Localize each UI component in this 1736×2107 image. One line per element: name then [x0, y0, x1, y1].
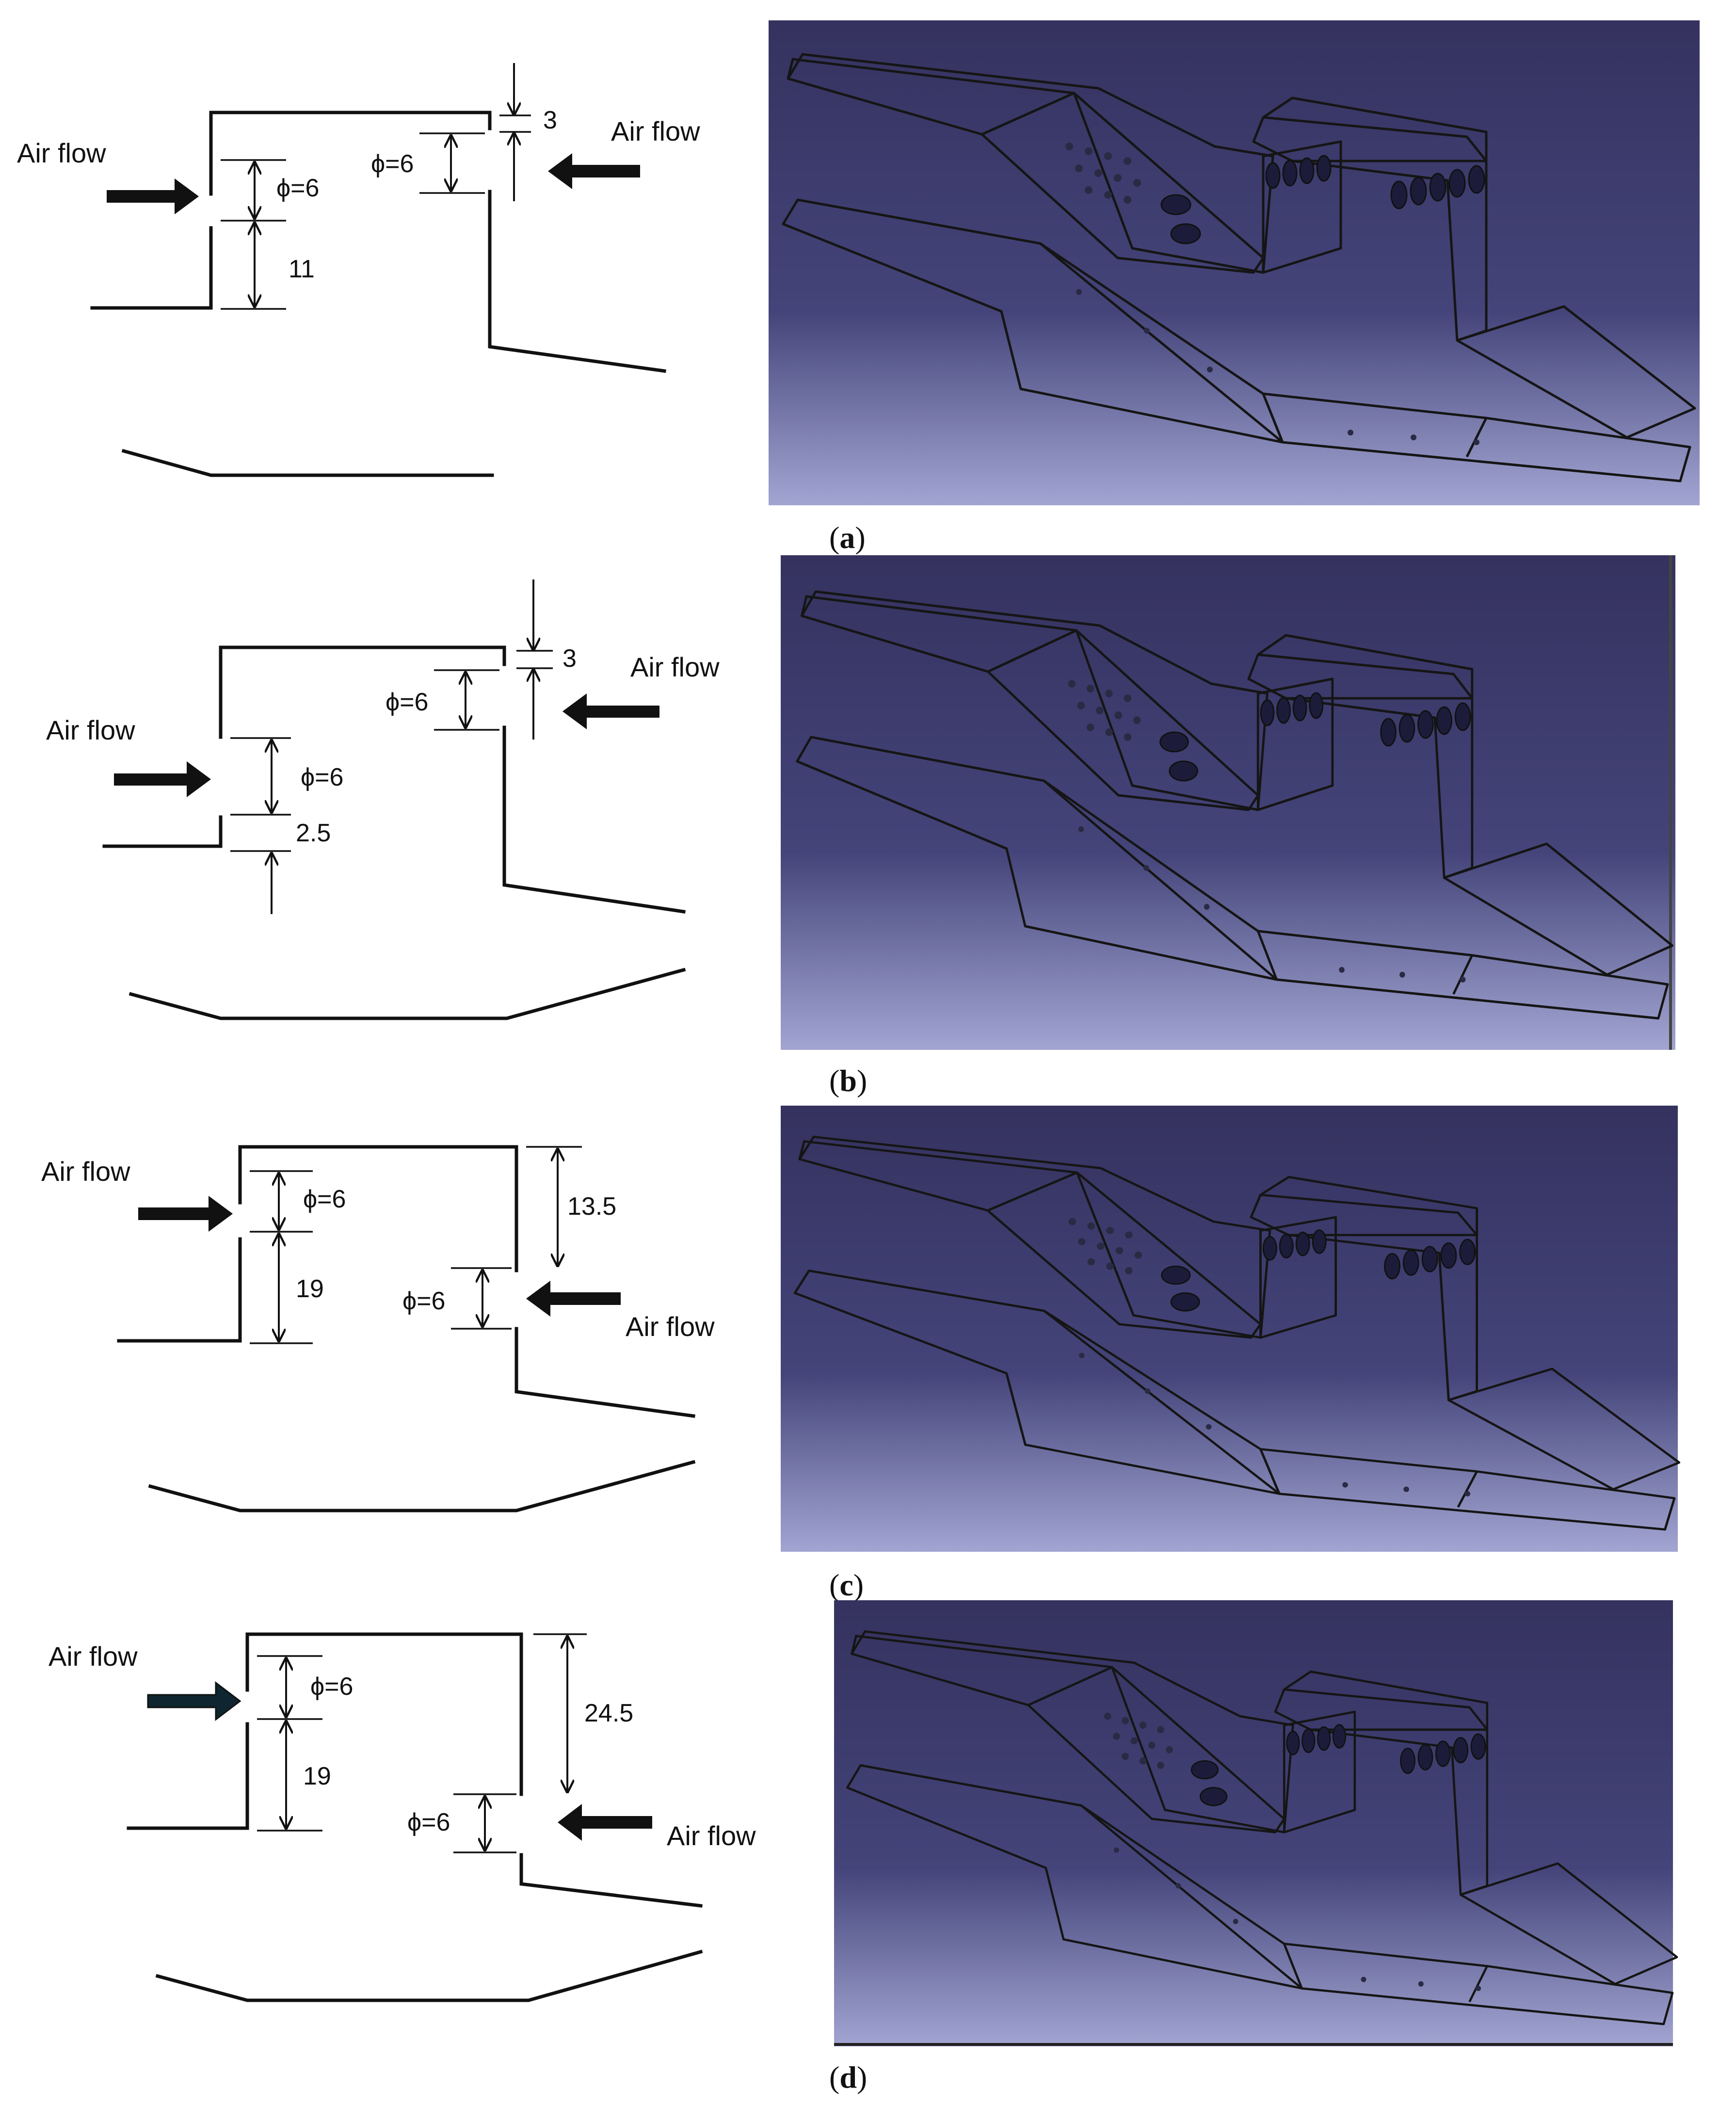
phi-label-left: ϕ=6 [276, 174, 319, 202]
panel-c-render [781, 1106, 1679, 1552]
phi-label-left: ϕ=6 [303, 1185, 346, 1213]
panel-a-render [769, 20, 1700, 505]
phi-label-right: ϕ=6 [402, 1287, 445, 1315]
panel-a-caption: (a) [829, 520, 866, 555]
air-flow-label-left: Air flow [46, 715, 135, 745]
panel-a: Air flow Air flow ϕ=6 ϕ=6 3 11 (a) [17, 20, 1700, 555]
air-flow-label-right: Air flow [611, 116, 700, 146]
air-flow-label-left: Air flow [48, 1641, 138, 1672]
air-flow-label-right: Air flow [667, 1820, 756, 1851]
bottom-gap-dim: 19 [303, 1762, 331, 1790]
phi-label-right: ϕ=6 [371, 150, 414, 178]
panel-d: Air flow Air flow ϕ=6 ϕ=6 24.5 19 (d) [48, 1600, 1677, 2094]
air-flow-label-right: Air flow [630, 652, 720, 682]
top-gap-dim: 13.5 [567, 1192, 616, 1221]
panel-d-caption: (d) [829, 2060, 867, 2094]
panel-b-render [781, 555, 1675, 1050]
top-gap-dim: 3 [563, 644, 577, 673]
panel-d-sketch: Air flow Air flow ϕ=6 ϕ=6 24.5 19 [48, 1632, 756, 2002]
top-gap-dim: 3 [543, 106, 557, 134]
phi-label-left: ϕ=6 [301, 763, 343, 791]
air-flow-label-right: Air flow [626, 1311, 715, 1342]
phi-label-right: ϕ=6 [386, 688, 428, 716]
phi-label-left: ϕ=6 [310, 1673, 353, 1701]
panel-a-sketch: Air flow Air flow ϕ=6 ϕ=6 3 11 [17, 63, 700, 477]
bottom-gap-dim: 11 [289, 255, 315, 283]
phi-label-right: ϕ=6 [407, 1808, 450, 1836]
panel-d-render [834, 1600, 1677, 2046]
panel-b-caption: (b) [829, 1063, 867, 1098]
panel-c-caption: (c) [829, 1568, 864, 1602]
air-flow-label-left: Air flow [41, 1156, 130, 1187]
top-gap-dim: 24.5 [584, 1699, 633, 1727]
panel-c-sketch: Air flow Air flow ϕ=6 ϕ=6 13.5 19 [41, 1145, 715, 1512]
air-flow-label-left: Air flow [17, 138, 106, 168]
panel-b-sketch: Air flow Air flow ϕ=6 ϕ=6 3 2.5 [46, 579, 720, 1020]
panel-b: Air flow Air flow ϕ=6 ϕ=6 3 2.5 (b) [46, 555, 1675, 1098]
bottom-gap-dim: 2.5 [296, 819, 331, 847]
bottom-gap-dim: 19 [296, 1275, 324, 1303]
panel-c: Air flow Air flow ϕ=6 ϕ=6 13.5 19 (c) [41, 1106, 1679, 1602]
